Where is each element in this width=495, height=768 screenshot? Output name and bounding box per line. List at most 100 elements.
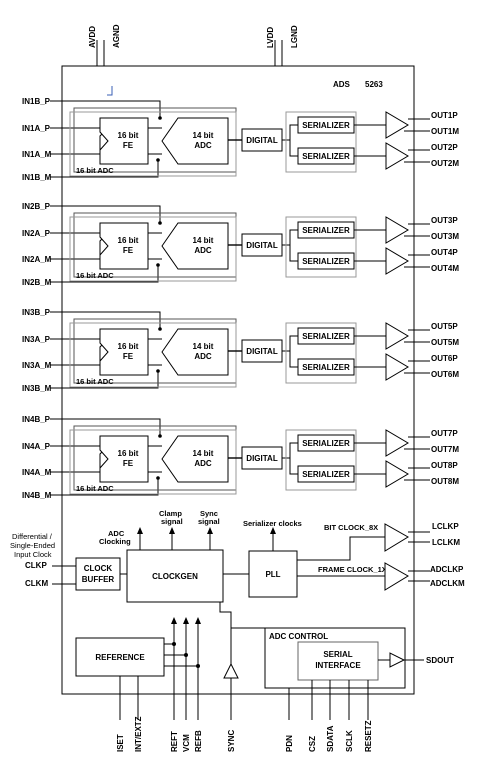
output-driver-1 bbox=[385, 216, 409, 244]
lclk-driver bbox=[384, 523, 409, 552]
pin-sclk: SCLK bbox=[345, 730, 354, 752]
digital-label: DIGITAL bbox=[246, 347, 278, 356]
pin-in-b-p: IN3B_P bbox=[22, 308, 51, 317]
pin-vcm: VCM bbox=[182, 734, 191, 752]
pin-refb: REFB bbox=[194, 730, 203, 752]
pin-adclkp: ADCLKP bbox=[430, 565, 464, 574]
clockgen-label: CLOCKGEN bbox=[152, 572, 198, 581]
pin-iset: ISET bbox=[116, 734, 125, 752]
adc-label-1: 14 bit bbox=[193, 236, 214, 245]
pin-in-b-m: IN2B_M bbox=[22, 278, 52, 287]
pll-label: PLL bbox=[265, 570, 280, 579]
chip-outline bbox=[61, 65, 415, 695]
chip-name-prefix: ADS bbox=[333, 80, 351, 89]
fe-label-2: FE bbox=[123, 246, 134, 255]
serializer-label-2: SERIALIZER bbox=[302, 152, 350, 161]
power-pins: AVDD AGND LVDD LGND bbox=[88, 24, 299, 66]
diff-clock-note-3: Input Clock bbox=[14, 550, 52, 559]
bottom-pins: ISET INT/EXTZ REFT VCM REFB SYNC PDN CSZ… bbox=[116, 716, 373, 752]
adc-control-label: ADC CONTROL bbox=[269, 632, 328, 641]
pin-out-4: OUT6M bbox=[431, 370, 459, 379]
pin-out-4: OUT8M bbox=[431, 477, 459, 486]
fe-block-shape bbox=[99, 222, 149, 270]
output-driver-2 bbox=[385, 460, 409, 488]
pin-in-a-m: IN4A_M bbox=[22, 468, 52, 477]
pin-out-1: OUT5P bbox=[431, 322, 458, 331]
pin-pdn: PDN bbox=[285, 735, 294, 752]
group-label: 16 bit ADC bbox=[76, 166, 114, 175]
serial-interface-block bbox=[297, 641, 379, 681]
adc-label-1: 14 bit bbox=[193, 342, 214, 351]
pin-out-2: OUT5M bbox=[431, 338, 459, 347]
sync-signal-label-2: signal bbox=[198, 517, 220, 526]
adc-label-2: ADC bbox=[194, 352, 212, 361]
fe-block-shape bbox=[99, 435, 149, 483]
pin-resetz: RESETZ bbox=[364, 720, 373, 752]
control-section: REFERENCE ADC CONTROL SERIAL INTERFACE S… bbox=[75, 602, 454, 720]
reference-block bbox=[75, 637, 165, 677]
pin-clkp: CLKP bbox=[25, 561, 47, 570]
pin-agnd: AGND bbox=[112, 24, 121, 48]
pin-out-4: OUT4M bbox=[431, 264, 459, 273]
fe-label-1: 16 bit bbox=[118, 131, 139, 140]
clock-buffer-block bbox=[75, 557, 121, 591]
pin-in-b-p: IN1B_P bbox=[22, 97, 51, 106]
fe-label-2: FE bbox=[123, 459, 134, 468]
pin-out-1: OUT7P bbox=[431, 429, 458, 438]
frame-clock-label: FRAME CLOCK_1X bbox=[318, 565, 387, 574]
pin-reft: REFT bbox=[170, 731, 179, 752]
pin-in-a-p: IN3A_P bbox=[22, 335, 51, 344]
pin-sdata: SDATA bbox=[326, 725, 335, 752]
fe-block-shape bbox=[99, 328, 149, 376]
clock-section: Differential / Single-Ended Input Clock … bbox=[10, 509, 465, 603]
pin-adclkm: ADCLKM bbox=[430, 579, 465, 588]
pin-in-b-p: IN4B_P bbox=[22, 415, 51, 424]
pin-in-b-p: IN2B_P bbox=[22, 202, 51, 211]
serializer-clocks-label: Serializer clocks bbox=[243, 519, 302, 528]
output-driver-1 bbox=[385, 429, 409, 457]
pin-in-a-p: IN4A_P bbox=[22, 442, 51, 451]
group-label: 16 bit ADC bbox=[76, 377, 114, 386]
pin-csz: CSZ bbox=[308, 736, 317, 752]
adc-label-1: 14 bit bbox=[193, 131, 214, 140]
pin-in-a-m: IN3A_M bbox=[22, 361, 52, 370]
digital-label: DIGITAL bbox=[246, 136, 278, 145]
adc-label-2: ADC bbox=[194, 459, 212, 468]
digital-label: DIGITAL bbox=[246, 454, 278, 463]
diff-clock-note-1: Differential / bbox=[12, 532, 53, 541]
pin-in-b-m: IN3B_M bbox=[22, 384, 52, 393]
pin-avdd: AVDD bbox=[88, 26, 97, 48]
pin-sdout: SDOUT bbox=[426, 656, 454, 665]
adc-block bbox=[161, 117, 229, 165]
adc-label-2: ADC bbox=[194, 141, 212, 150]
pin-lvdd: LVDD bbox=[266, 27, 275, 48]
pin-out-4: OUT2M bbox=[431, 159, 459, 168]
pin-out-1: OUT3P bbox=[431, 216, 458, 225]
serial-interface-label-1: SERIAL bbox=[323, 650, 352, 659]
bit-clock-label: BIT CLOCK_8X bbox=[324, 523, 378, 532]
pin-out-3: OUT2P bbox=[431, 143, 458, 152]
fe-label-2: FE bbox=[123, 352, 134, 361]
pin-lgnd: LGND bbox=[290, 25, 299, 48]
pin-out-2: OUT7M bbox=[431, 445, 459, 454]
serializer-label-1: SERIALIZER bbox=[302, 121, 350, 130]
adc-clocking-label-1: ADC bbox=[108, 529, 125, 538]
output-driver-2 bbox=[385, 353, 409, 381]
adc-block bbox=[161, 435, 229, 483]
chip-name-number: 5263 bbox=[365, 80, 383, 89]
output-driver-2 bbox=[385, 142, 409, 170]
output-driver-1 bbox=[385, 111, 409, 139]
sync-buffer bbox=[223, 662, 239, 679]
pin-in-a-m: IN1A_M bbox=[22, 150, 52, 159]
fe-label-1: 16 bit bbox=[118, 449, 139, 458]
sdout-driver bbox=[389, 652, 406, 668]
pin-clkm: CLKM bbox=[25, 579, 48, 588]
pin-out-1: OUT1P bbox=[431, 111, 458, 120]
serializer-label-2: SERIALIZER bbox=[302, 257, 350, 266]
pin-sync: SYNC bbox=[227, 730, 236, 752]
clock-buffer-label-1: CLOCK bbox=[84, 564, 113, 573]
pin-in-b-m: IN4B_M bbox=[22, 491, 52, 500]
pin-out-2: OUT3M bbox=[431, 232, 459, 241]
